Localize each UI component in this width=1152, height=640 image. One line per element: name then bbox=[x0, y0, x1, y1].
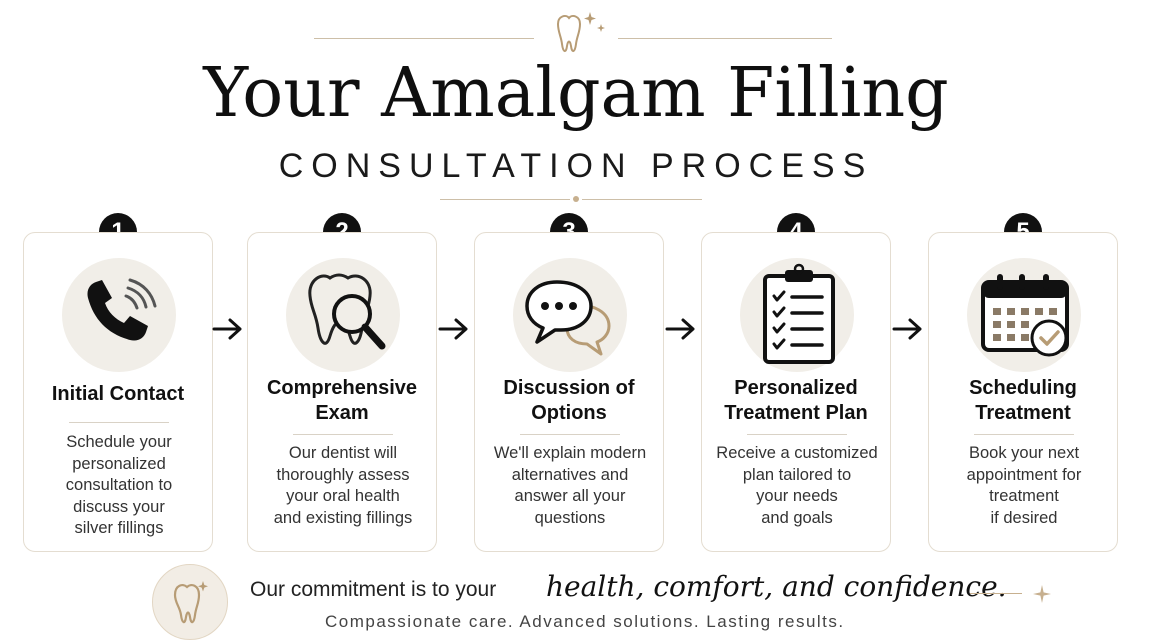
step-5-text-line-3: treatment bbox=[989, 487, 1059, 505]
step-1-text-line-3: consultation to bbox=[65, 476, 173, 494]
step-3-text-line-3: answer all your bbox=[514, 487, 626, 505]
arrow-right-icon bbox=[212, 318, 242, 340]
step-2-text-line-4: and existing fillings bbox=[273, 508, 413, 527]
step-3-divider bbox=[520, 434, 620, 435]
step-3-title-line-1: Discussion of bbox=[503, 377, 635, 399]
page-title: Your Amalgam Filling bbox=[203, 54, 949, 133]
step-5-title-line-1: Scheduling bbox=[969, 377, 1077, 399]
step-card-5: Scheduling Treatment Book your next appo… bbox=[928, 232, 1118, 552]
step-1-title: Initial Contact bbox=[24, 382, 212, 407]
step-4-title-line-1: Personalized bbox=[734, 377, 858, 399]
subtitle-dot bbox=[573, 196, 579, 202]
header: Your Amalgam Filling CONSULTATION PROCES… bbox=[0, 0, 1152, 215]
step-3-text-line-4: questions bbox=[534, 508, 606, 527]
step-5-text-line-2: appointment for bbox=[966, 465, 1082, 484]
header-rule-right bbox=[618, 38, 832, 39]
step-4-description: Receive a customized plan tailored to yo… bbox=[712, 443, 882, 529]
tooth-sparkle-icon bbox=[556, 12, 605, 52]
tooth-magnifier-icon bbox=[308, 273, 386, 350]
tooth-sparkle-icon bbox=[173, 581, 208, 624]
step-3-title: Discussion of Options bbox=[475, 376, 663, 426]
step-5-description: Book your next appointment for treatment… bbox=[939, 443, 1109, 529]
step-4-text-line-4: and goals bbox=[761, 508, 833, 527]
step-5-text-line-1: Book your next bbox=[968, 444, 1080, 462]
step-2-title-line-1: Comprehensive bbox=[266, 377, 418, 399]
page-subtitle: CONSULTATION PROCESS bbox=[278, 147, 874, 185]
step-5-title-line-2: Treatment bbox=[975, 402, 1071, 424]
step-3-text-line-2: alternatives and bbox=[511, 465, 629, 484]
step-3-title-line-2: Options bbox=[531, 402, 607, 424]
chat-bubbles-icon bbox=[525, 280, 611, 356]
step-1-divider bbox=[69, 422, 169, 423]
header-rule-left bbox=[314, 38, 534, 39]
step-5-title: Scheduling Treatment bbox=[929, 376, 1117, 426]
step-4-title: Personalized Treatment Plan bbox=[702, 376, 890, 426]
step-card-1: Initial Contact Schedule your personaliz… bbox=[23, 232, 213, 552]
step-5-icon-bg bbox=[967, 258, 1081, 372]
step-4-text-line-3: your needs bbox=[756, 487, 838, 505]
step-3-text-line-1: We'll explain modern bbox=[493, 444, 647, 462]
step-2-description: Our dentist will thoroughly assess your … bbox=[258, 443, 428, 529]
step-4-text-line-2: plan tailored to bbox=[742, 465, 852, 484]
step-1-text-line-4: discuss your bbox=[73, 497, 165, 516]
step-2-text-line-2: thoroughly assess bbox=[276, 465, 410, 484]
step-4-title-line-2: Treatment Plan bbox=[724, 402, 868, 424]
calendar-check-icon bbox=[981, 274, 1069, 357]
step-1-title-line-1: Initial Contact bbox=[51, 383, 185, 405]
subtitle-rule-right bbox=[582, 199, 702, 200]
arrow-right-icon bbox=[665, 318, 695, 340]
step-1-text-line-5: silver fillings bbox=[74, 519, 164, 537]
arrow-right-icon bbox=[438, 318, 468, 340]
step-4-icon-bg bbox=[740, 258, 854, 372]
footer-commitment-text: Our commitment is to your bbox=[250, 578, 497, 601]
step-2-title: Comprehensive Exam bbox=[248, 376, 436, 426]
step-4-divider bbox=[747, 434, 847, 435]
footer-tagline: Compassionate care. Advanced solutions. … bbox=[325, 612, 845, 631]
sparkle-icon bbox=[1033, 585, 1051, 603]
step-1-description: Schedule your personalized consultation … bbox=[34, 432, 204, 540]
phone-icon bbox=[87, 278, 157, 341]
step-2-text-line-3: your oral health bbox=[286, 487, 400, 505]
step-1-text-line-1: Schedule your bbox=[66, 433, 172, 451]
footer-rule bbox=[970, 593, 1022, 594]
step-3-icon-bg bbox=[513, 258, 627, 372]
step-5-text-line-4: if desired bbox=[990, 508, 1058, 527]
step-4-text-line-1: Receive a customized bbox=[716, 444, 878, 462]
step-3-description: We'll explain modern alternatives and an… bbox=[485, 443, 655, 529]
footer-tooth-badge bbox=[152, 564, 228, 640]
step-1-text-line-2: personalized bbox=[72, 454, 166, 473]
step-card-2: Comprehensive Exam Our dentist will thor… bbox=[247, 232, 437, 552]
step-card-4: Personalized Treatment Plan Receive a cu… bbox=[701, 232, 891, 552]
step-5-divider bbox=[974, 434, 1074, 435]
subtitle-rule-left bbox=[440, 199, 570, 200]
clipboard-checklist-icon bbox=[763, 263, 835, 364]
step-2-divider bbox=[293, 434, 393, 435]
step-1-icon-bg bbox=[62, 258, 176, 372]
arrow-right-icon bbox=[892, 318, 922, 340]
step-card-3: Discussion of Options We'll explain mode… bbox=[474, 232, 664, 552]
step-2-title-line-2: Exam bbox=[315, 402, 369, 424]
step-2-icon-bg bbox=[286, 258, 400, 372]
footer-script-text: health, comfort, and confidence. bbox=[546, 570, 1007, 603]
step-2-text-line-1: Our dentist will bbox=[288, 444, 398, 462]
